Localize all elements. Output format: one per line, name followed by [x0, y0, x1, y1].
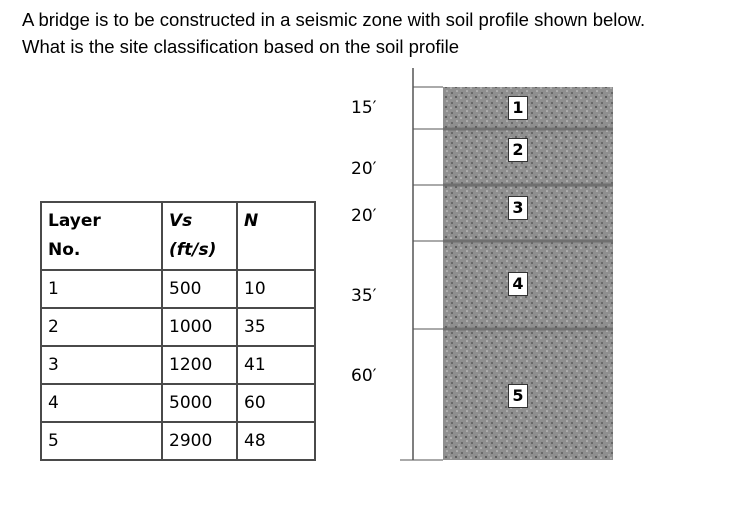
layer-number-label: 4 [508, 272, 528, 296]
thickness-label: 20′ [351, 159, 377, 179]
table-row: 5 2900 48 [40, 421, 316, 461]
thickness-label: 60′ [351, 366, 377, 386]
cell-layer: 4 [40, 383, 163, 423]
question-line-1: A bridge is to be constructed in a seism… [22, 9, 646, 30]
cell-layer: 2 [40, 307, 163, 347]
question-text: A bridge is to be constructed in a seism… [22, 6, 737, 60]
cell-n: 48 [236, 421, 316, 461]
header-layer-no: Layer No. [40, 201, 163, 271]
cell-layer: 3 [40, 345, 163, 385]
soil-column [443, 87, 613, 460]
layer-number-label: 5 [508, 384, 528, 408]
table-row: 4 5000 60 [40, 383, 316, 423]
cell-vs: 2900 [161, 421, 238, 461]
soil-layer-table: Layer No. Vs (ft/s) N 1 500 10 2 1000 35… [40, 201, 316, 461]
table-row: 2 1000 35 [40, 307, 316, 347]
table-header-row: Layer No. Vs (ft/s) N [40, 201, 316, 271]
header-n: N [236, 201, 316, 271]
cell-vs: 5000 [161, 383, 238, 423]
table-row: 3 1200 41 [40, 345, 316, 385]
header-layer-label: Layer No. [48, 211, 101, 260]
layer-number-label: 2 [508, 138, 528, 162]
cell-n: 35 [236, 307, 316, 347]
cell-vs: 1000 [161, 307, 238, 347]
layer-number-label: 3 [508, 196, 528, 220]
cell-n: 41 [236, 345, 316, 385]
header-vs-label: Vs [169, 211, 193, 231]
thickness-label: 35′ [351, 286, 377, 306]
table-row: 1 500 10 [40, 269, 316, 309]
thickness-label: 20′ [351, 206, 377, 226]
cell-vs: 500 [161, 269, 238, 309]
cell-layer: 1 [40, 269, 163, 309]
cell-vs: 1200 [161, 345, 238, 385]
cell-n: 10 [236, 269, 316, 309]
cell-n: 60 [236, 383, 316, 423]
thickness-label: 15′ [351, 98, 377, 118]
header-vs-unit: (ft/s) [169, 240, 217, 260]
question-line-2: What is the site classification based on… [22, 36, 460, 57]
cell-layer: 5 [40, 421, 163, 461]
header-vs: Vs (ft/s) [161, 201, 238, 271]
layer-number-label: 1 [508, 96, 528, 120]
